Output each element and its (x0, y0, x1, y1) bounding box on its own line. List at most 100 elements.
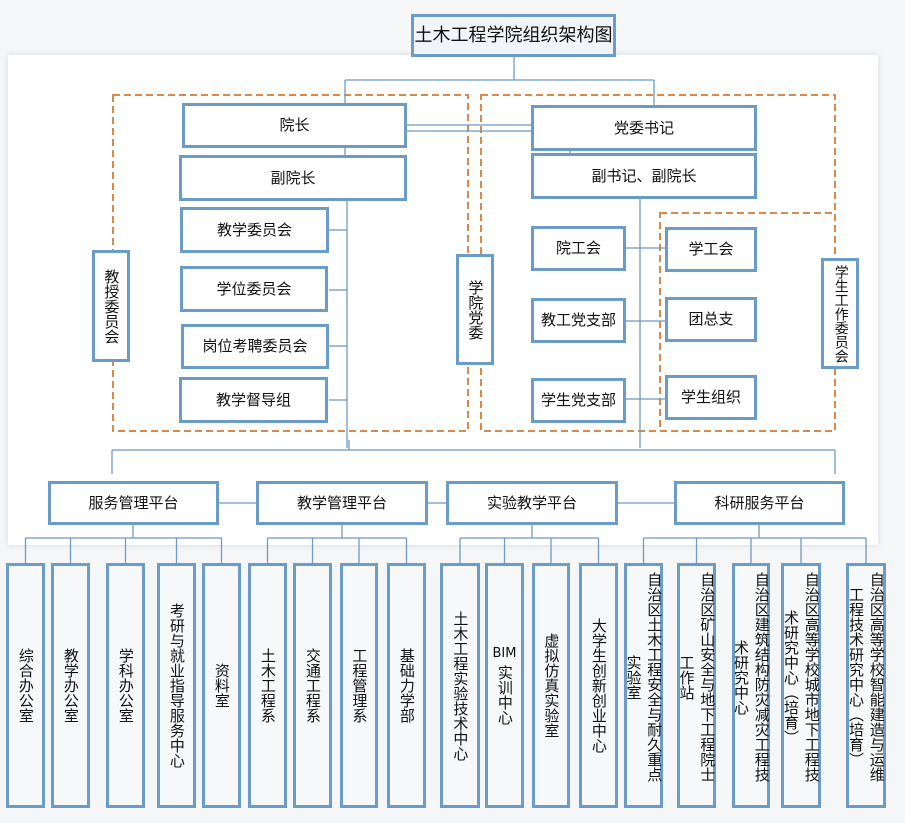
unit-label: 学科办公室 (116, 648, 135, 723)
unit-label-line: 术研究中心 (732, 639, 750, 715)
staff-party-branch-box[interactable]: 教工党支部 (531, 298, 626, 343)
unit-label: 教学办公室 (61, 648, 80, 723)
unit-label: 自治区高等学校城市地下工程技术研究中心（培育） (781, 572, 821, 782)
platform-label: 教学管理平台 (296, 493, 387, 512)
student-work-committee-box[interactable]: 学生工作委员会 (821, 258, 859, 369)
unit-label-line: 工程管理系 (350, 648, 369, 723)
dean-box[interactable]: 院长 (182, 103, 407, 148)
unit-label-line: 交通工程系 (303, 648, 322, 723)
unit-label-line: 术研究中心（培育） (782, 609, 800, 745)
college-party-committee-box[interactable]: 学院党委 (456, 254, 494, 365)
platform-experimental-teaching[interactable]: 实验教学平台 (446, 481, 618, 525)
unit-box[interactable]: 虚拟仿真实验室 (532, 563, 570, 808)
unit-label: 自治区土木工程安全与耐久重点实验室 (624, 572, 664, 782)
branch-label: 教工党支部 (540, 311, 616, 330)
unit-label-line: 实验室 (624, 654, 643, 700)
unit-box[interactable]: 基础力学部 (387, 563, 426, 808)
unit-box[interactable]: 资料室 (202, 563, 241, 808)
unit-label: 土木工程实验技术中心 (451, 610, 470, 761)
student-affairs-union-box[interactable]: 学工会 (665, 227, 757, 272)
unit-label-line: 考研与就业指导服务中心 (167, 603, 186, 768)
org-chart-title: 土木工程学院组织架构图 (411, 14, 616, 57)
branch-label: 学生党支部 (540, 391, 616, 410)
unit-box[interactable]: 交通工程系 (293, 563, 332, 808)
unit-box[interactable]: 自治区高等学校智能建造与运维工程技术研究中心（培育） (846, 563, 886, 808)
unit-label-line: BIM (492, 646, 517, 662)
vice-dean-box[interactable]: 副院长 (179, 155, 407, 201)
unit-box[interactable]: 自治区高等学校城市地下工程技术研究中心（培育） (781, 563, 821, 808)
unit-box[interactable]: 学科办公室 (106, 563, 145, 808)
unit-label: BIM 实训中心 (493, 646, 517, 724)
unit-label: 大学生创新创业中心 (589, 618, 608, 753)
unit-label: 自治区建筑结构防灾减灾工程技术研究中心 (731, 572, 771, 782)
dean-label: 院长 (279, 116, 310, 135)
student-item-label: 团总支 (688, 310, 734, 329)
professor-committee-label: 教授委员会 (102, 268, 121, 344)
unit-label-line: 基础力学部 (397, 648, 416, 723)
committee-teaching-box[interactable]: 教学委员会 (180, 207, 329, 253)
platform-label: 服务管理平台 (88, 493, 179, 512)
unit-label: 土木工程系 (258, 648, 277, 723)
unit-label-line: 实训中心 (495, 664, 514, 725)
unit-box[interactable]: 土木工程实验技术中心 (440, 563, 480, 808)
unit-label: 工程管理系 (350, 648, 369, 723)
unit-box[interactable]: 自治区矿山安全与地下工程院士工作站 (677, 563, 716, 808)
committee-label: 教学委员会 (216, 220, 292, 239)
college-party-committee-label: 学院党委 (466, 279, 485, 340)
platform-teaching-management[interactable]: 教学管理平台 (256, 481, 428, 525)
unit-box[interactable]: 自治区土木工程安全与耐久重点实验室 (624, 563, 663, 808)
unit-label-line: 自治区高等学校城市地下工程技 (802, 572, 821, 782)
student-party-branch-box[interactable]: 学生党支部 (531, 378, 626, 423)
unit-label: 自治区高等学校智能建造与运维工程技术研究中心（培育） (846, 572, 886, 782)
unit-label-line: 学科办公室 (116, 648, 135, 723)
student-committee-dashed-border (659, 212, 836, 432)
committee-label: 岗位考聘委员会 (202, 337, 308, 356)
platform-service-management[interactable]: 服务管理平台 (48, 481, 219, 525)
student-item-label: 学工会 (688, 240, 734, 259)
vice-dean-label: 副院长 (270, 168, 316, 187)
deputy-secretary-label: 副书记、副院长 (591, 166, 697, 185)
unit-box[interactable]: 自治区建筑结构防灾减灾工程技术研究中心 (731, 563, 771, 808)
student-item-label: 学生组织 (680, 388, 741, 407)
unit-label: 考研与就业指导服务中心 (167, 603, 186, 768)
unit-label: 基础力学部 (397, 648, 416, 723)
unit-box[interactable]: 大学生创新创业中心 (579, 563, 618, 808)
unit-label: 交通工程系 (303, 648, 322, 723)
platform-research-service[interactable]: 科研服务平台 (674, 481, 845, 525)
committee-post-appointment-box[interactable]: 岗位考聘委员会 (181, 324, 329, 369)
title-text: 土木工程学院组织架构图 (414, 24, 613, 46)
unit-label: 自治区矿山安全与地下工程院士工作站 (677, 572, 717, 782)
unit-label-line: 工作站 (677, 654, 696, 700)
unit-box[interactable]: 教学办公室 (51, 563, 90, 808)
committee-label: 教学督导组 (215, 390, 291, 409)
unit-box[interactable]: 土木工程系 (248, 563, 287, 808)
committee-label: 学位委员会 (216, 279, 292, 298)
party-secretary-box[interactable]: 党委书记 (531, 105, 757, 151)
teaching-supervision-group-box[interactable]: 教学督导组 (179, 377, 328, 423)
college-union-box[interactable]: 院工会 (531, 226, 626, 271)
committee-degree-box[interactable]: 学位委员会 (180, 266, 328, 312)
unit-box[interactable]: 考研与就业指导服务中心 (157, 563, 196, 808)
unit-label-line: 自治区土木工程安全与耐久重点 (645, 572, 664, 782)
unit-label-line: 教学办公室 (61, 648, 80, 723)
unit-label-line: 自治区建筑结构防灾减灾工程技 (752, 572, 771, 782)
professor-committee-box[interactable]: 教授委员会 (92, 250, 130, 362)
deputy-secretary-box[interactable]: 副书记、副院长 (531, 153, 757, 199)
unit-label-line: 土木工程实验技术中心 (451, 610, 470, 761)
unit-box[interactable]: 工程管理系 (340, 563, 378, 808)
unit-label: 综合办公室 (16, 648, 35, 723)
unit-label-line: 工程技术研究中心（培育） (847, 587, 865, 767)
unit-box[interactable]: 综合办公室 (6, 563, 45, 808)
unit-label: 虚拟仿真实验室 (542, 633, 561, 738)
unit-box[interactable]: BIM 实训中心 (485, 563, 524, 808)
youth-league-branch-box[interactable]: 团总支 (665, 297, 757, 342)
party-secretary-label: 党委书记 (613, 118, 674, 137)
unit-label-line: 大学生创新创业中心 (589, 618, 608, 753)
unit-label: 资料室 (212, 663, 231, 708)
unit-label-line: 土木工程系 (258, 648, 277, 723)
student-organizations-box[interactable]: 学生组织 (665, 375, 757, 420)
unit-label-line: 虚拟仿真实验室 (542, 633, 561, 738)
unit-label-line: 自治区矿山安全与地下工程院士 (698, 572, 717, 782)
unit-label-line: 综合办公室 (16, 648, 35, 723)
student-work-committee-label: 学生工作委员会 (832, 264, 849, 363)
